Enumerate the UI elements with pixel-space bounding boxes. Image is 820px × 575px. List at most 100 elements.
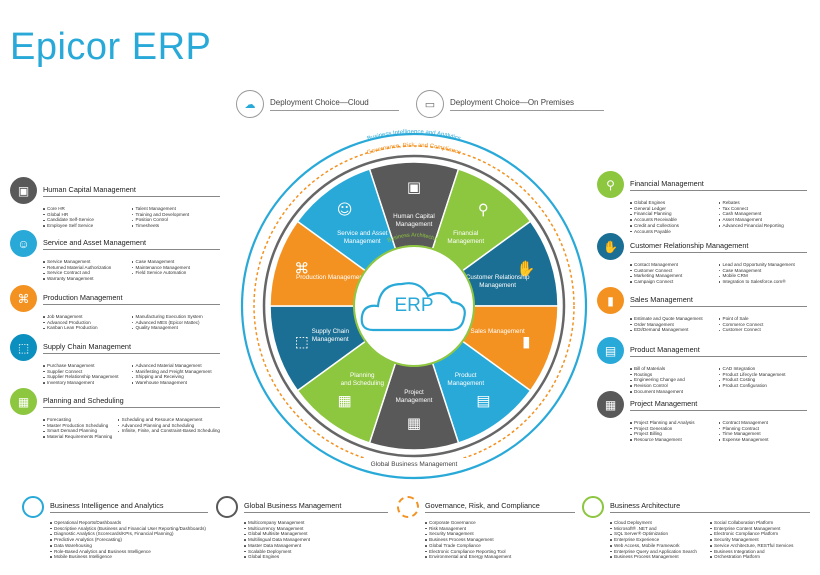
feature-item: Credit and Collections <box>630 223 719 229</box>
wheel-segment-label: Product <box>455 372 477 379</box>
feature-item: Diagnostic Analytics (Scorecards/KPIs, F… <box>50 531 208 537</box>
feature-item: Planning Contract <box>718 426 808 432</box>
feature-item: Project Generation <box>630 426 719 432</box>
feature-item: Global Engines <box>244 554 388 560</box>
feature-item: Point of Sale <box>718 316 808 322</box>
feature-item: Product Configuration <box>718 383 808 389</box>
feature-item: Global Trade Compliance <box>425 543 575 549</box>
feature-item: Rebates <box>718 200 808 206</box>
bi-ring <box>240 132 588 480</box>
feature-item: Enterprise Query and Application Search <box>610 549 710 555</box>
feature-item: Service Contract and <box>43 270 132 276</box>
pillar-title: Business Architecture <box>610 501 810 513</box>
bar-chart-icon: ▮ <box>597 287 624 314</box>
wheel-segment-label: Planning <box>350 372 375 379</box>
feature-item: Service Management <box>43 259 132 265</box>
pillar-business-intelligence-and-analytics: Business Intelligence and Analytics Oper… <box>22 496 208 560</box>
module-sales-management: ▮ Sales Management Estimate and Quote Man… <box>597 287 807 333</box>
clipboard-icon: ▤ <box>597 337 624 364</box>
wheel-network-icon: ⌘ <box>294 260 309 278</box>
feature-item: Advanced Planning and Scheduling <box>117 423 220 429</box>
wheel-headset-icon: ☺ <box>337 201 353 219</box>
handshake-icon: ✋ <box>597 233 624 260</box>
feature-item: Advanced Production <box>43 320 132 326</box>
module-title: Sales Management <box>630 295 807 307</box>
feature-item: Tax Connect <box>718 206 808 212</box>
feature-item: Accounts Receivable <box>630 217 719 223</box>
module-title: Customer Relationship Management <box>630 241 807 253</box>
feature-item: Mobile CRM <box>718 273 808 279</box>
feature-item: Supplier Connect <box>43 369 132 375</box>
page-title: Epicor ERP <box>10 26 212 68</box>
wheel-segment-label: Financial <box>453 230 478 237</box>
feature-item: Contract Management <box>718 420 808 426</box>
ring-bi-label: Business Intelligence and Analytics <box>367 129 462 142</box>
feature-item: Service Architecture, RESTful Services <box>710 543 810 549</box>
pillar-ring-icon <box>397 496 419 518</box>
wheel-segment-label: Sales Management <box>471 328 526 335</box>
feature-item: Cash Management <box>718 211 808 217</box>
svg-text:Business Architecture: Business Architecture <box>387 232 442 243</box>
wheel-segment-label: Service and Asset <box>337 230 388 237</box>
feature-item: Quality Management <box>131 325 221 331</box>
feature-item: Talent Management <box>131 206 221 212</box>
wheel-presentation-icon: ▦ <box>407 414 421 432</box>
feature-item: Resource Management <box>630 437 719 443</box>
feature-item: General Ledger <box>630 206 719 212</box>
feature-item: Enterprise Experience <box>610 537 710 543</box>
feature-item: Web Access, Mobile Framework <box>610 543 710 549</box>
feature-item: Multilingual Data Management <box>244 537 388 543</box>
feature-item: Material Requirements Planning <box>43 434 118 440</box>
feature-item: Business Process Management <box>610 554 710 560</box>
feature-item: Case Management <box>131 259 221 265</box>
feature-item: Advanced MES (Epicor Mattec) <box>131 320 221 326</box>
feature-item: Mobile Business Intelligence <box>50 554 208 560</box>
module-title: Planning and Scheduling <box>43 396 220 408</box>
cloud-icon: ☁ <box>236 90 264 118</box>
feature-item: Manifesting and Freight Management <box>131 369 221 375</box>
wheel-segment-label: Customer Relationship <box>466 274 530 281</box>
feature-item: Scalable Deployment <box>244 549 388 555</box>
ring-global-label: Global Business Management <box>371 461 458 468</box>
feature-item: Accounts Payable <box>630 229 719 235</box>
feature-item: Warranty Management <box>43 276 132 282</box>
feature-item: Advanced Financial Reporting <box>718 223 808 229</box>
wheel-magnifier-icon: ⚲ <box>478 201 489 219</box>
feature-item: Smart Demand Planning <box>43 428 118 434</box>
module-title: Production Management <box>43 293 220 305</box>
feature-item: Financial Planning <box>630 211 719 217</box>
module-service-and-asset-management: ☺Service and Asset Management Service Ma… <box>10 230 220 282</box>
wheel-segment-label: Management <box>396 221 433 228</box>
pillar-title: Business Intelligence and Analytics <box>50 501 208 513</box>
feature-item: Project Billing <box>630 431 719 437</box>
architecture-ring <box>353 245 475 367</box>
feature-item: Warehouse Management <box>131 380 221 386</box>
feature-item: Maintenance Management <box>131 265 221 271</box>
ring-arch-label: Business Architecture <box>387 232 442 243</box>
pillar-title: Governance, Risk, and Compliance <box>425 501 575 513</box>
feature-item: Global Multisite Management <box>244 531 388 537</box>
magnifier-icon: ⚲ <box>597 171 624 198</box>
feature-item: Estimate and Quote Management <box>630 316 719 322</box>
feature-item: Forecasting <box>43 417 118 423</box>
feature-item: Timesheets <box>131 223 221 229</box>
feature-item: Multicompany Management <box>244 520 388 526</box>
deployment-premises: ▭ Deployment Choice—On Premises <box>416 90 605 118</box>
center-disc <box>354 246 474 366</box>
feature-item: Purchase Management <box>43 363 132 369</box>
server-icon: ▭ <box>416 90 444 118</box>
module-project-management: ▦Project Management Project Planning and… <box>597 391 807 443</box>
module-supply-chain-management: ⬚Supply Chain Management Purchase Manage… <box>10 334 220 386</box>
headset-icon: ☺ <box>10 230 37 257</box>
id-card-icon: ▣ <box>10 177 37 204</box>
pillar-ring-icon <box>582 496 604 518</box>
center-cloud-icon <box>360 282 466 332</box>
feature-item: Microsoft® .NET and <box>610 526 710 532</box>
feature-item: Campaign Connect <box>630 279 719 285</box>
feature-item: EDI/Demand Management <box>630 327 719 333</box>
deployment-cloud-label: Deployment Choice—Cloud <box>270 98 399 111</box>
